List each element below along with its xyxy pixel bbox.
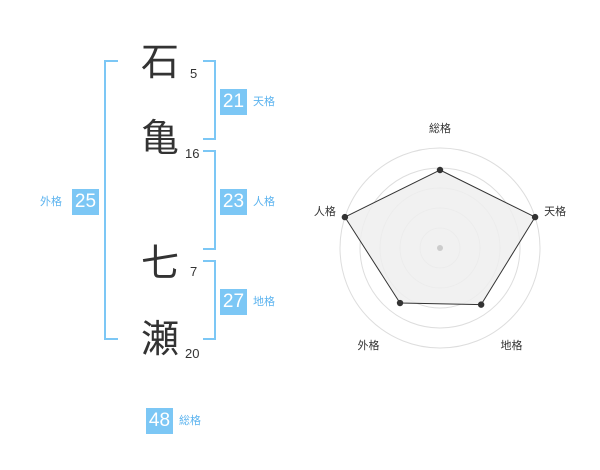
chikaku-bracket bbox=[203, 260, 216, 340]
name-char-1: 石 bbox=[140, 40, 179, 84]
jinkaku-value: 23 bbox=[220, 189, 247, 215]
radar-axis-label-5: 人格 bbox=[314, 204, 336, 218]
stroke-count-2: 16 bbox=[185, 146, 200, 161]
gaikaku-label: 外格 bbox=[40, 195, 62, 208]
gaikaku-value: 25 bbox=[72, 189, 99, 215]
radar-center bbox=[437, 245, 443, 251]
jinkaku-bracket bbox=[203, 150, 216, 250]
radar-points bbox=[341, 166, 539, 308]
chikaku-label: 地格 bbox=[253, 295, 275, 308]
radar-point-4 bbox=[396, 299, 404, 307]
radar-point-1 bbox=[436, 166, 444, 174]
radar-axis-label-3: 地格 bbox=[501, 338, 523, 352]
soukaku-value: 48 bbox=[146, 408, 173, 434]
radar-point-5 bbox=[341, 213, 349, 221]
radar-point-2 bbox=[531, 213, 539, 221]
radar-area bbox=[344, 169, 536, 306]
name-char-4: 瀬 bbox=[140, 317, 179, 361]
radar-axis-label-2: 天格 bbox=[544, 204, 566, 218]
stroke-count-1: 5 bbox=[190, 66, 198, 81]
soukaku-label: 総格 bbox=[179, 414, 201, 427]
jinkaku-label: 人格 bbox=[253, 195, 275, 208]
gaikaku-bracket bbox=[104, 60, 118, 340]
radar-axis-label-1: 総格 bbox=[429, 121, 451, 135]
tenkaku-label: 天格 bbox=[253, 95, 275, 108]
radar-point-3 bbox=[477, 301, 485, 308]
stroke-count-4: 20 bbox=[185, 346, 200, 361]
radar-axis-label-4: 外格 bbox=[358, 338, 380, 352]
stroke-count-3: 7 bbox=[190, 264, 198, 279]
name-char-2: 亀 bbox=[140, 116, 179, 160]
chikaku-value: 27 bbox=[220, 289, 247, 315]
radar-ring-5 bbox=[339, 147, 541, 349]
tenkaku-value: 21 bbox=[220, 89, 247, 115]
tenkaku-bracket bbox=[203, 60, 216, 140]
name-char-3: 七 bbox=[140, 241, 179, 285]
